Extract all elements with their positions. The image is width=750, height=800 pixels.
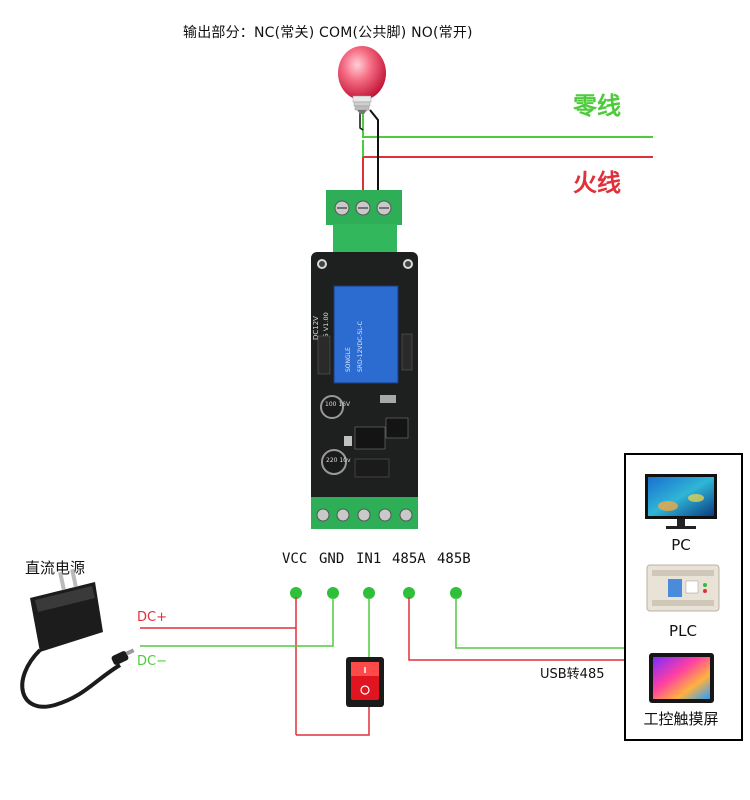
pin-dot-in1	[363, 587, 375, 599]
capacitor-1-text: 100 16V	[325, 401, 351, 408]
pin-dot-485a	[403, 587, 415, 599]
live-wire	[362, 156, 653, 198]
lamp-icon	[338, 46, 386, 114]
monitor-icon	[645, 474, 717, 529]
power-supply-title: 直流电源	[25, 559, 86, 577]
pin-label-gnd: GND	[319, 551, 345, 567]
neutral-wire	[362, 112, 653, 195]
relay-component: SONGLE SRD-12VDC-SL-C	[333, 285, 399, 384]
dc-minus-label: DC−	[137, 654, 167, 669]
relay-board: SONGLE SRD-12VDC-SL-C DC12V Relay1-485 V…	[311, 252, 418, 529]
dc-plus-wire	[140, 597, 370, 736]
device-label-touchscreen: 工控触摸屏	[643, 710, 719, 728]
relay-brand-text: SONGLE	[345, 347, 352, 372]
relay-model-text: SRD-12VDC-SL-C	[357, 321, 364, 372]
pin-label-in1: IN1	[356, 551, 382, 567]
device-label-pc: PC	[671, 536, 691, 554]
device-label-plc: PLC	[669, 622, 697, 640]
pin-label-vcc: VCC	[282, 551, 308, 567]
touchscreen-icon	[649, 653, 714, 703]
neutral-wire-label: 零线	[573, 92, 621, 120]
power-adapter-icon	[20, 568, 135, 709]
dc-plus-label: DC+	[137, 610, 167, 625]
board-voltage-text: DC12V	[312, 316, 320, 340]
pin-dot-485b	[450, 587, 462, 599]
live-wire-label: 火线	[573, 169, 621, 197]
lamp-wire	[359, 109, 379, 198]
485b-wire	[455, 597, 624, 649]
usb-converter-label: USB转485	[540, 667, 605, 682]
pin-dot-gnd	[327, 587, 339, 599]
input-terminal-block	[311, 497, 418, 529]
dc-minus-wire	[140, 597, 334, 647]
485a-wire	[408, 597, 624, 661]
pin-label-485a: 485A	[392, 551, 426, 567]
plc-icon	[646, 564, 720, 612]
pin-dots	[290, 587, 462, 599]
capacitor-2-text: 220 10v	[326, 457, 351, 464]
pin-dot-vcc	[290, 587, 302, 599]
output-caption: 输出部分：NC(常关) COM(公共脚) NO(常开)	[183, 25, 473, 41]
switch-icon	[346, 657, 384, 707]
pin-label-485b: 485B	[437, 551, 471, 567]
